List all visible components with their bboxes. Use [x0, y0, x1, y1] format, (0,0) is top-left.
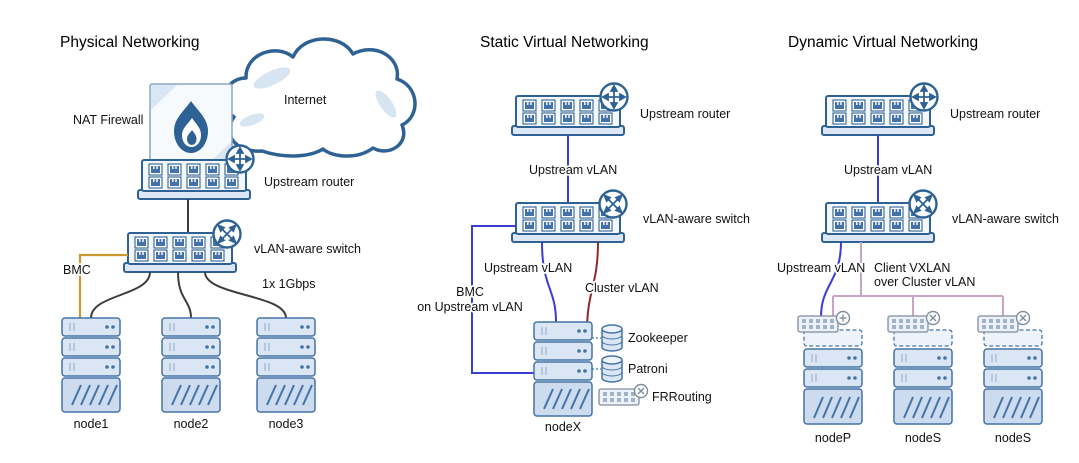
node3-label: node3: [269, 417, 304, 431]
cloud-shade-3: [239, 113, 265, 127]
cluster-vlan-label: Cluster vLAN: [585, 281, 659, 295]
router-icon: [599, 82, 629, 112]
frrouting-badge-icon: [633, 383, 649, 399]
zookeeper-db-icon: [601, 324, 623, 352]
bmc-label: BMC: [63, 263, 91, 277]
nodes1-label: nodeS: [905, 431, 941, 445]
upstream-vlan-label: Upstream vLAN: [529, 163, 617, 177]
server-node1: [62, 318, 120, 412]
cloud-shade-1: [253, 67, 291, 89]
bmc-label-line1: BMC: [456, 285, 484, 299]
physical-networking-section: Physical Networking Internet NAT Firewal…: [60, 34, 417, 431]
vswitch-badge-x-icon: [925, 310, 941, 326]
switch-icon: [908, 189, 938, 219]
link-node3: [204, 271, 287, 319]
physical-title: Physical Networking: [60, 34, 200, 51]
vswitch-badge-plus-icon: [835, 310, 851, 326]
vxlan-label-line2: over Cluster vLAN: [874, 275, 975, 289]
firewall-corner-accent: [151, 85, 177, 110]
router-icon: [909, 82, 939, 112]
vlan-switch-label: vLAN-aware switch: [952, 212, 1059, 226]
upstream-router-label: Upstream router: [950, 107, 1040, 121]
server-node2: [162, 318, 220, 412]
server-nodep: [804, 330, 862, 424]
bmc-label-line2: on Upstream vLAN: [417, 300, 523, 314]
upstream-vlan-label: Upstream vLAN: [844, 163, 932, 177]
uplink-speed-label: 1x 1Gbps: [262, 277, 316, 291]
bmc-vlan-link: [471, 225, 535, 374]
vlan-switch-label: vLAN-aware switch: [643, 212, 750, 226]
upstream-router-label: Upstream router: [264, 175, 354, 189]
upstream-router-label: Upstream router: [640, 107, 730, 121]
static-virtual-title: Static Virtual Networking: [480, 34, 649, 51]
router-icon: [225, 144, 255, 174]
dynamic-virtual-title: Dynamic Virtual Networking: [788, 34, 978, 51]
vswitch-icon-nodep: [797, 315, 839, 333]
link-node1: [90, 271, 151, 319]
nat-firewall-label: NAT Firewall: [73, 113, 143, 127]
nodex-label: nodeX: [545, 420, 582, 434]
zookeeper-label: Zookeeper: [628, 331, 688, 345]
server-nodes-2: [984, 330, 1042, 424]
switch-icon: [598, 189, 628, 219]
vswitch-icon-nodes-1: [887, 315, 929, 333]
upstream-vlan-label-2: Upstream vLAN: [484, 261, 572, 275]
server-node3: [257, 318, 315, 412]
switch-icon: [212, 219, 242, 249]
nodep-label: nodeP: [815, 431, 851, 445]
vlan-switch-label: vLAN-aware switch: [254, 242, 361, 256]
nodes2-label: nodeS: [995, 431, 1031, 445]
frrouting-label: FRRouting: [652, 390, 712, 404]
dynamic-virtual-networking-section: Dynamic Virtual Networking Upstream rout…: [775, 34, 1059, 445]
node2-label: node2: [174, 417, 209, 431]
link-node2: [177, 271, 192, 319]
upstream-vlan-link-2: [820, 241, 842, 318]
server-nodex: [534, 322, 592, 416]
bmc-link: [78, 253, 128, 318]
patroni-db-icon: [601, 355, 623, 383]
nat-firewall: [149, 83, 233, 169]
frrouting-switch-icon: [598, 388, 640, 406]
vswitch-badge-x-icon: [1015, 310, 1031, 326]
static-virtual-networking-section: Static Virtual Networking Upstream route…: [415, 34, 750, 434]
vxlan-links: [832, 242, 1004, 317]
cluster-vlan-link: [586, 241, 599, 333]
internet-label: Internet: [284, 93, 327, 107]
server-nodes-1: [894, 330, 952, 424]
cloud-shade-2: [375, 90, 397, 118]
vswitch-icon-nodes-2: [977, 315, 1019, 333]
patroni-label: Patroni: [628, 362, 668, 376]
upstream-vlan-label-2: Upstream vLAN: [777, 261, 865, 275]
node1-label: node1: [74, 417, 109, 431]
vxlan-label-line1: Client VXLAN: [874, 261, 950, 275]
upstream-vlan-link-2: [541, 241, 557, 323]
